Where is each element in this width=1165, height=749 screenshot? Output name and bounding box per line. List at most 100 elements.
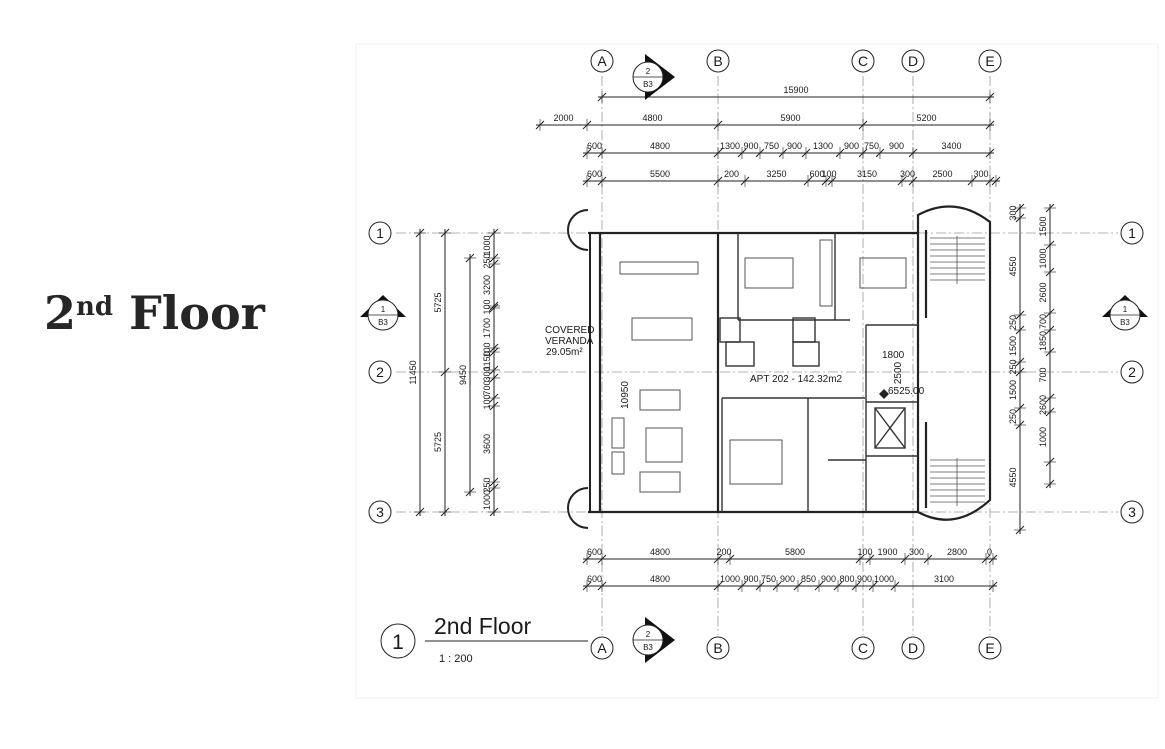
dimension-value: 800 [839, 574, 854, 584]
grid-bubble-left-3: 3 [368, 500, 392, 524]
section-marker-bottom: 2B3 [632, 617, 675, 663]
dimension-value: 1150 [482, 351, 492, 370]
lift-width: 1800 [882, 350, 905, 361]
stair-treads [930, 236, 985, 506]
dimension-value: 1850 [1038, 331, 1048, 351]
section-marker-top: 2B3 [632, 54, 675, 100]
dimension-value: 900 [821, 574, 836, 584]
dimension-value: 3600 [482, 434, 492, 454]
furniture [611, 239, 907, 493]
grid-label: 1 [376, 225, 384, 241]
grid-label: A [597, 640, 607, 656]
dimension-value: 900 [857, 574, 872, 584]
dimension-value: 100 [821, 169, 836, 179]
dimension-value: 250 [482, 253, 492, 268]
dimension-value: 600 [587, 141, 602, 151]
interior-walls [719, 233, 918, 512]
dimension-value: 850 [801, 574, 816, 584]
veranda-label-2: VERANDA [545, 336, 594, 347]
dimension-value: 900 [889, 141, 904, 151]
dimension-value: 300 [909, 547, 924, 557]
grid-label: 1 [1128, 225, 1136, 241]
grid-bubble-right-2: 2 [1120, 360, 1144, 384]
dimension-value: 2600 [1038, 282, 1048, 302]
dimension-value: 4800 [650, 141, 670, 151]
dimension-value: 15900 [783, 85, 808, 95]
dimension-value: 1300 [720, 141, 740, 151]
grid-bubble-top-d: D [901, 49, 925, 73]
dimension-value: 4800 [642, 113, 662, 123]
title-number-bubble [380, 623, 416, 659]
dimension-value: 900 [780, 574, 795, 584]
dimension-value: 5900 [780, 113, 800, 123]
section-number: 1 [381, 305, 386, 314]
grid-bubble-bottom-b: B [706, 636, 730, 660]
dimension-value: 1000 [1038, 248, 1048, 268]
dimension-value: 100 [482, 299, 492, 314]
dimension-value: 9450 [458, 365, 468, 385]
grid-label: E [985, 640, 994, 656]
veranda-label-1: COVERED [545, 325, 594, 336]
dimension-value: 5725 [433, 432, 443, 452]
dimension-value: 1500 [1008, 380, 1018, 400]
dimension-value: 250 [482, 477, 492, 492]
dimension-value: 900 [787, 141, 802, 151]
dimension-value: 2600 [1038, 395, 1048, 415]
dimension-value: 1500 [1008, 336, 1018, 356]
grid-bubble-right-3: 3 [1120, 500, 1144, 524]
dimension-value: 4550 [1008, 467, 1018, 487]
section-number: 2 [646, 67, 651, 76]
dimension-value: 4800 [650, 547, 670, 557]
grid-bubble-right-1: 1 [1120, 221, 1144, 245]
dimension-value: 3250 [766, 169, 786, 179]
section-sheet: B3 [1120, 318, 1130, 327]
section-sheet: B3 [643, 80, 653, 89]
level-marker: 6525.00 [888, 386, 925, 397]
dimension-value: 200 [716, 547, 731, 557]
grid-label: C [858, 53, 868, 69]
dimension-value: 1000 [482, 490, 492, 510]
dimension-value: 1000 [874, 574, 894, 584]
grid-bubble-top-e: E [978, 49, 1002, 73]
dimension-value: 1700 [482, 318, 492, 338]
dimension-value: 1000 [1038, 427, 1048, 447]
depth-dimension: 10950 [620, 381, 631, 409]
dimension-value: 3400 [941, 141, 961, 151]
apartment-label: APT 202 - 142.32m2 [750, 374, 843, 385]
exterior-walls [588, 205, 992, 521]
dimension-value: 4550 [1008, 256, 1018, 276]
dimension-value: 300 [482, 366, 492, 381]
dimension-value: 250 [1008, 315, 1018, 330]
grid-label: D [908, 640, 918, 656]
grid-bubble-top-c: C [851, 49, 875, 73]
heading-suffix: nd [76, 292, 114, 322]
dimension-value: 3200 [482, 275, 492, 295]
dimension-value: 300 [973, 169, 988, 179]
grid-bubble-bottom-c: C [851, 636, 875, 660]
dimension-value: 900 [743, 141, 758, 151]
dimension-value: 750 [761, 574, 776, 584]
level-symbol [879, 389, 889, 399]
grid-label: A [597, 53, 607, 69]
section-number: 2 [646, 630, 651, 639]
lift-depth: 2500 [893, 361, 904, 384]
dimension-value: 900 [743, 574, 758, 584]
grid-label: B [713, 53, 722, 69]
top-overall-dimension: 15900 [597, 85, 995, 103]
dimension-value: 1500 [1038, 216, 1048, 236]
dimension-value: 900 [844, 141, 859, 151]
dimension-value: 1000 [482, 235, 492, 255]
dimension-value: 700 [1038, 314, 1048, 329]
dimension-value: 1900 [877, 547, 897, 557]
grid-label: 3 [376, 504, 384, 520]
grid-label: C [858, 640, 868, 656]
dimension-value: 5725 [433, 292, 443, 312]
dimension-value: 250 [1008, 359, 1018, 374]
veranda-area: 29.05m² [546, 347, 583, 358]
